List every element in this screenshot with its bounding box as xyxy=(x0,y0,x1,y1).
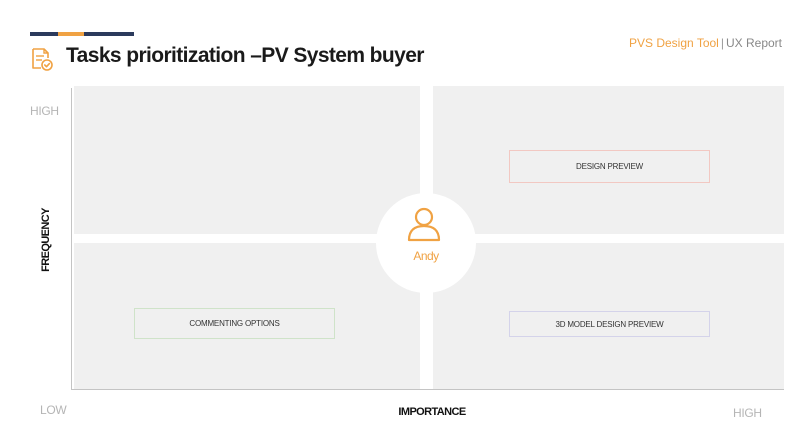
x-axis-title: IMPORTANCE xyxy=(398,406,466,418)
header-accent-bar-middle xyxy=(58,32,84,36)
brand-separator: | xyxy=(720,36,724,50)
task-label: 3D MODEL DESIGN PREVIEW xyxy=(555,319,664,329)
page-title: Tasks prioritization –PV System buyer xyxy=(66,44,424,67)
x-axis-low-label: LOW xyxy=(40,403,67,417)
user-icon xyxy=(407,207,441,242)
task-label: DESIGN PREVIEW xyxy=(576,162,643,171)
quadrant-top-left xyxy=(74,86,420,234)
task-commenting-options: COMMENTING OPTIONS xyxy=(134,308,335,339)
y-axis-line xyxy=(71,88,72,390)
brand-label: PVS Design Tool|UX Report xyxy=(629,36,782,50)
header-accent-bar-right xyxy=(84,32,134,36)
header-accent-bar-left xyxy=(30,32,58,36)
x-axis-line xyxy=(71,389,784,390)
task-3d-model-design-preview: 3D MODEL DESIGN PREVIEW xyxy=(509,311,710,337)
task-design-preview: DESIGN PREVIEW xyxy=(509,150,710,183)
brand-name: PVS Design Tool xyxy=(629,36,719,50)
document-check-icon xyxy=(32,48,53,71)
task-label: COMMENTING OPTIONS xyxy=(189,319,280,328)
report-label: UX Report xyxy=(725,36,782,50)
y-axis-high-label: HIGH xyxy=(30,104,59,118)
y-axis-title: FREQUENCY xyxy=(40,208,52,272)
x-axis-high-label: HIGH xyxy=(733,406,762,420)
persona-name: Andy xyxy=(413,249,439,263)
